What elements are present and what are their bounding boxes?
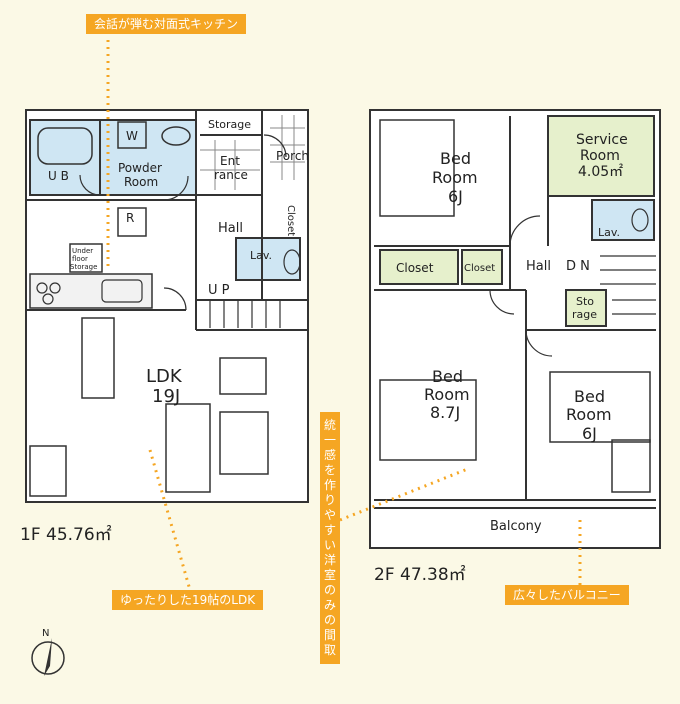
- label-entrance-2: rance: [214, 168, 248, 182]
- label-closet-2f-b: Closet: [464, 263, 495, 274]
- label-powder-2: Room: [124, 175, 158, 189]
- label-dn: D N: [566, 259, 590, 274]
- underfloor-storage: [69, 243, 103, 273]
- compass-icon: [31, 638, 65, 676]
- label-lav-1f: Lav.: [250, 249, 272, 262]
- floor2-area: 2F 47.38㎡: [374, 565, 466, 585]
- label-up: U P: [208, 283, 230, 298]
- label-w: W: [126, 129, 138, 143]
- floor2-plan: [369, 109, 661, 549]
- closet-2f-b: [461, 249, 503, 285]
- closet-2f-a: [379, 249, 459, 285]
- callout-ldk: ゆったりした19帖のLDK: [112, 590, 264, 610]
- stairs-1f: [209, 300, 281, 328]
- fridge-space: [117, 207, 147, 237]
- washer-space: [117, 121, 147, 149]
- label-bed2-3: 8.7J: [430, 403, 460, 422]
- label-entrance-1: Ent: [220, 154, 240, 168]
- label-storage-2f-1: Sto: [576, 295, 594, 308]
- callout-leaders: [106, 40, 582, 591]
- label-porch: Porch: [276, 149, 309, 163]
- label-ldk-1: LDK: [146, 366, 183, 387]
- kitchen-sink: [101, 279, 143, 303]
- lavatory-2f: [591, 199, 655, 241]
- stairs-2f: [600, 255, 656, 315]
- label-bed3-3: 6J: [582, 424, 597, 443]
- label-hall-2f: Hall: [526, 259, 551, 274]
- toilet-2f: [631, 208, 649, 232]
- bed-room2-bed: [379, 379, 477, 461]
- entrance-tiles: [200, 140, 260, 190]
- label-ub: U B: [48, 169, 69, 183]
- label-bed3-2: Room: [566, 405, 612, 424]
- label-service-1: Service: [576, 132, 628, 148]
- service-room: [547, 115, 655, 197]
- label-underfloor-2: floor: [72, 255, 88, 263]
- ldk-cabinet: [29, 445, 67, 497]
- label-bed1-2: Room: [432, 168, 478, 187]
- powder-room: [99, 119, 197, 196]
- unit-bath: [29, 119, 101, 196]
- storage-2f: [565, 289, 607, 327]
- label-service-2: Room: [580, 148, 620, 164]
- label-storage-2f-2: rage: [572, 308, 597, 321]
- bed-room3-desk: [611, 439, 651, 493]
- label-hall-1f: Hall: [218, 221, 243, 236]
- callout-western-rooms: 統一感を作りやすい洋室のみの間取: [320, 412, 340, 664]
- side-table: [219, 357, 267, 395]
- callout-balcony: 広々したバルコニー: [505, 585, 629, 605]
- label-underfloor-1: Under: [72, 247, 93, 255]
- label-ldk-2: 19J: [152, 386, 180, 407]
- callout-kitchen: 会話が弾む対面式キッチン: [86, 14, 247, 34]
- porch-tiles: [270, 115, 305, 180]
- bed-room1-bed: [379, 119, 455, 217]
- label-closet-2f-a: Closet: [396, 261, 434, 275]
- label-bed1-3: 6J: [448, 187, 463, 206]
- floor1-area: 1F 45.76㎡: [20, 525, 112, 545]
- bed-room3-bed: [549, 371, 651, 443]
- dining-table: [81, 317, 115, 399]
- label-balcony: Balcony: [490, 519, 542, 534]
- label-closet-1f: Closet: [285, 205, 296, 236]
- label-powder-1: Powder: [118, 161, 162, 175]
- powder-sink: [161, 126, 191, 146]
- kitchen-counter: [29, 273, 153, 309]
- label-lav-2f: Lav.: [598, 226, 620, 239]
- label-bed2-2: Room: [424, 385, 470, 404]
- sofa: [219, 411, 269, 475]
- rug: [165, 403, 211, 493]
- label-bed1-1: Bed: [440, 149, 471, 168]
- bathtub: [37, 127, 93, 165]
- floor1-plan: [25, 109, 309, 503]
- label-underfloor-3: Storage: [70, 263, 97, 271]
- label-storage-1f: Storage: [208, 118, 251, 131]
- label-bed3-1: Bed: [574, 387, 605, 406]
- compass-n: N: [42, 628, 49, 639]
- label-r: R: [126, 211, 134, 225]
- toilet-1f: [283, 249, 301, 275]
- label-service-3: 4.05㎡: [578, 164, 623, 180]
- label-bed2-1: Bed: [432, 367, 463, 386]
